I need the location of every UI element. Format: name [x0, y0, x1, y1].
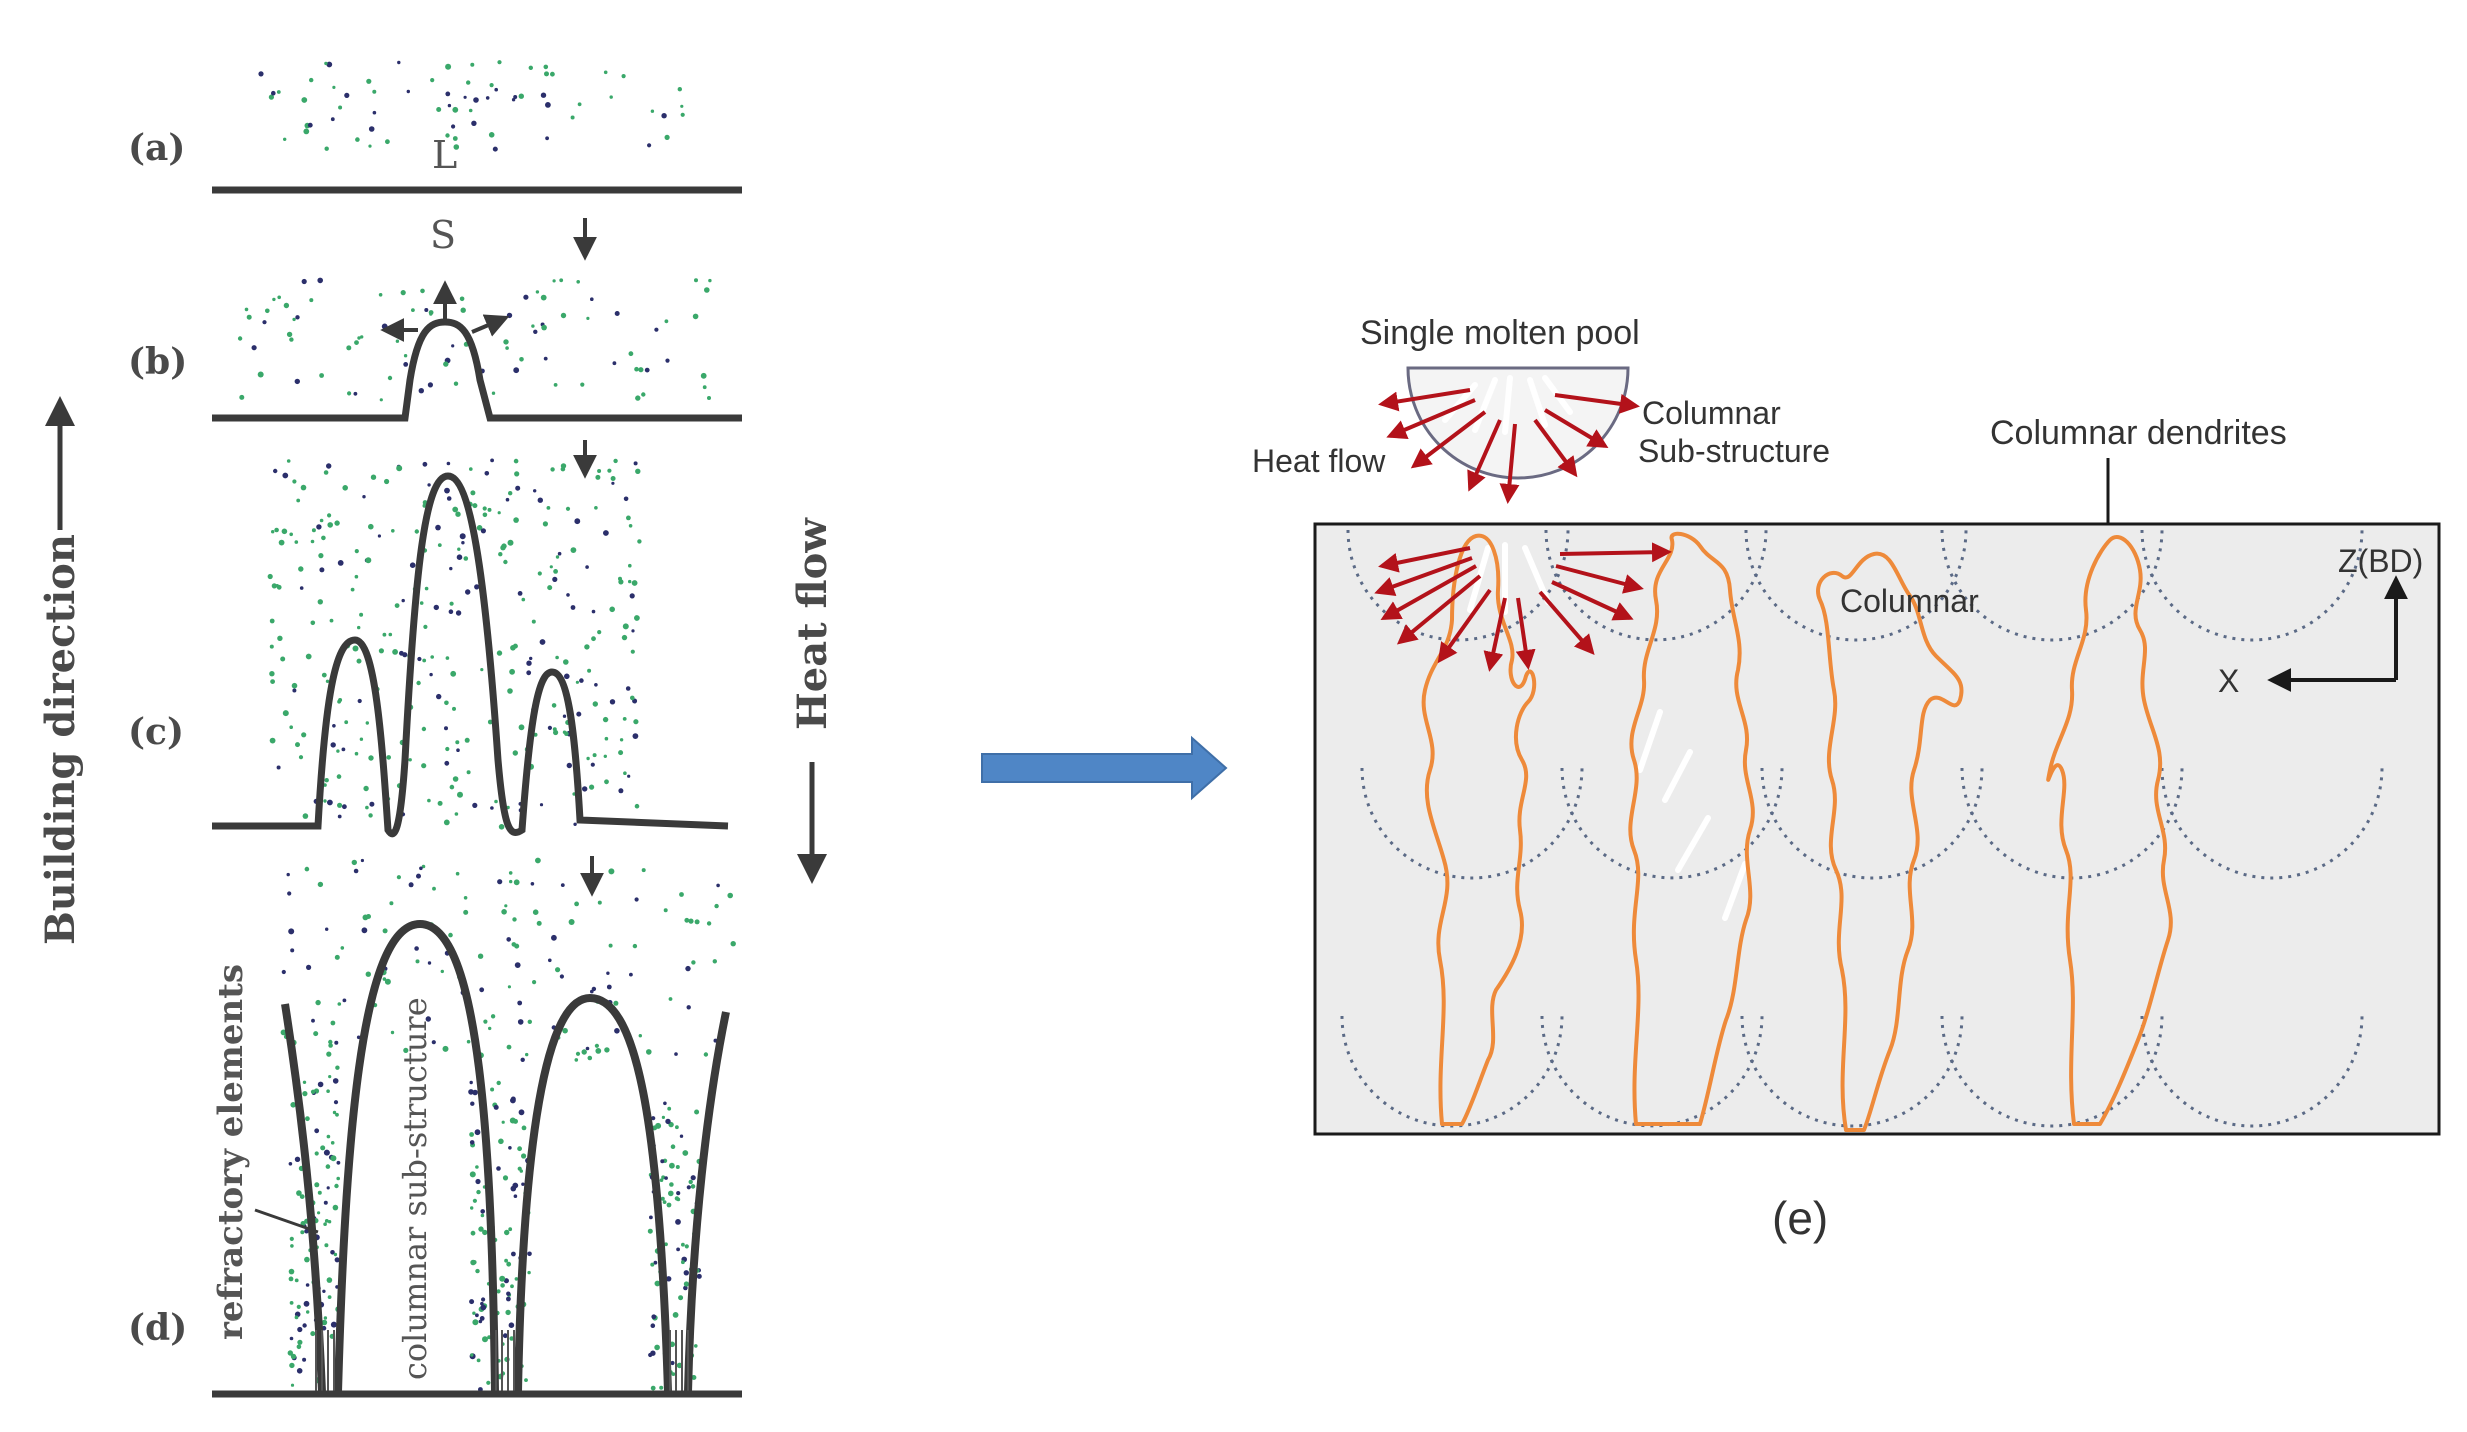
- interface-d: [281, 919, 730, 1393]
- block-heat-arrows: [1374, 542, 1672, 672]
- left-panel: (a) L S (b) (c) Heat flow Building direc…: [37, 60, 836, 1398]
- panel-e-label: (e): [1772, 1192, 1828, 1244]
- single-molten-pool: [1406, 366, 1630, 480]
- interface-b: [212, 318, 742, 422]
- pool-white-streaks: [1442, 375, 1573, 435]
- label-a: (a): [128, 127, 185, 169]
- label-liquid: L: [432, 133, 457, 177]
- refractory-pointer: [254, 1208, 319, 1234]
- interface-c: [212, 472, 729, 838]
- refractory-elements-label: refractory elements: [211, 964, 251, 1340]
- label-d: (d): [128, 1307, 187, 1349]
- pool-sub-structure-label: Sub-structure: [1638, 433, 1830, 469]
- dendrite-4: [2046, 535, 2173, 1126]
- growth-arrow-right: [471, 314, 510, 337]
- columnar-dendrites: [1421, 531, 2173, 1132]
- pool-heat-arrows: [1378, 388, 1640, 504]
- dendrite-2: [1628, 531, 1755, 1126]
- columnar-dendrites-label: Columnar dendrites: [1990, 414, 2287, 452]
- build-block: [1313, 522, 2441, 1136]
- label-solid: S: [430, 213, 456, 257]
- pool-heat-flow-label: Heat flow: [1252, 443, 1386, 479]
- refractory-stripes: [315, 1330, 689, 1392]
- label-c: (c): [128, 711, 184, 753]
- axis-z-label: Z(BD): [2338, 543, 2423, 579]
- pool-columnar-label: Columnar: [1642, 395, 1781, 431]
- transition-arrow: [981, 735, 1228, 801]
- building-direction-label: Building direction: [37, 534, 84, 945]
- heat-flow-label: Heat flow: [789, 517, 836, 730]
- label-b: (b): [128, 341, 187, 383]
- dendrite-1: [1421, 533, 1537, 1126]
- single-molten-pool-label: Single molten pool: [1360, 314, 1640, 352]
- columnar-sub-structure-label: columnar sub-structure: [396, 997, 434, 1380]
- dendrite-3: [1816, 551, 1964, 1132]
- axis-x-label: X: [2218, 663, 2239, 699]
- right-panel: Single molten pool Columnar Sub-structur…: [1252, 314, 2441, 1244]
- block-columnar-label: Columnar: [1840, 583, 1979, 619]
